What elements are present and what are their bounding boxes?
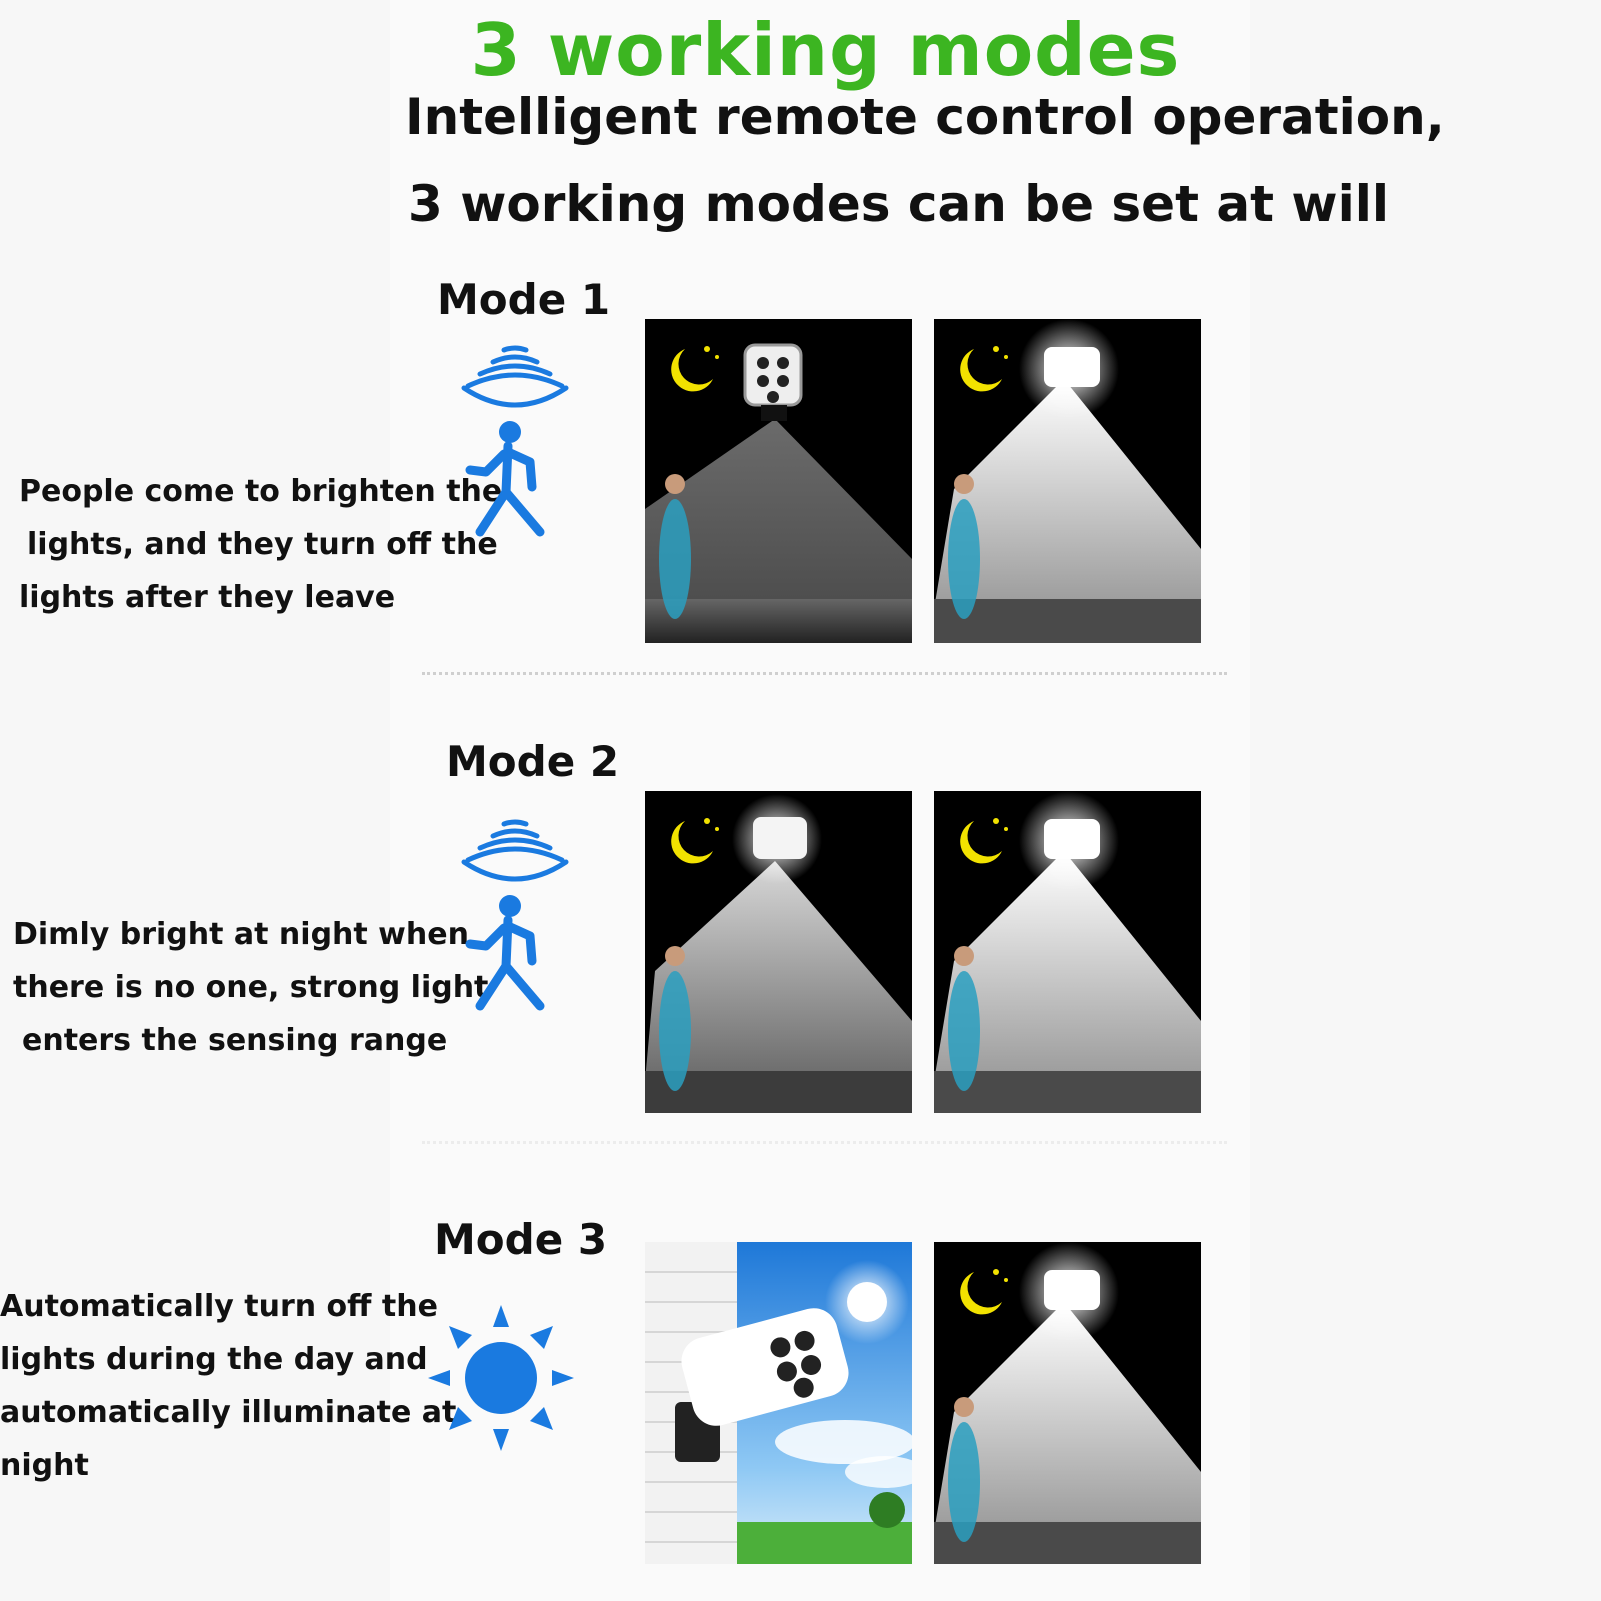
mode-1-photo-bright xyxy=(934,319,1201,643)
subtitle-line-2: 3 working modes can be set at will xyxy=(408,175,1390,233)
mode-2-description: Dimly bright at night when there is no o… xyxy=(13,908,488,1067)
mode-1-description: People come to brighten the lights, and … xyxy=(19,465,502,624)
mode-1-label: Mode 1 xyxy=(437,275,611,324)
motion-sensor-person-icon xyxy=(460,342,570,542)
sun-icon xyxy=(428,1305,574,1451)
mode-1-line-3: lights after they leave xyxy=(19,580,396,615)
mode-3-line-1: Automatically turn off the xyxy=(0,1289,438,1324)
mode-2-line-2: there is no one, strong light xyxy=(13,970,489,1005)
mode-2-photo-dim xyxy=(645,791,912,1113)
mode-3-line-2: lights during the day and xyxy=(0,1342,428,1377)
mode-2-photo-bright xyxy=(934,791,1201,1113)
mode-2-line-3: enters the sensing range xyxy=(22,1023,448,1058)
motion-sensor-person-icon xyxy=(460,816,570,1016)
mode-3-line-4: night xyxy=(0,1448,89,1483)
section-divider-2 xyxy=(422,1141,1227,1144)
mode-3-line-3: automatically illuminate at xyxy=(0,1395,457,1430)
mode-3-photo-day xyxy=(645,1242,912,1564)
mode-1-line-2: lights, and they turn off the xyxy=(27,527,498,562)
subtitle-line-1: Intelligent remote control operation, xyxy=(405,88,1445,146)
mode-3-description: Automatically turn off the lights during… xyxy=(0,1280,456,1492)
section-divider-1 xyxy=(422,672,1227,675)
mode-3-label: Mode 3 xyxy=(434,1215,608,1264)
mode-3-photo-night xyxy=(934,1242,1201,1564)
mode-2-line-1: Dimly bright at night when xyxy=(13,917,469,952)
mode-2-label: Mode 2 xyxy=(446,737,620,786)
mode-1-line-1: People come to brighten the xyxy=(19,474,503,509)
page-title: 3 working modes xyxy=(470,8,1181,92)
mode-1-photo-dim xyxy=(645,319,912,643)
